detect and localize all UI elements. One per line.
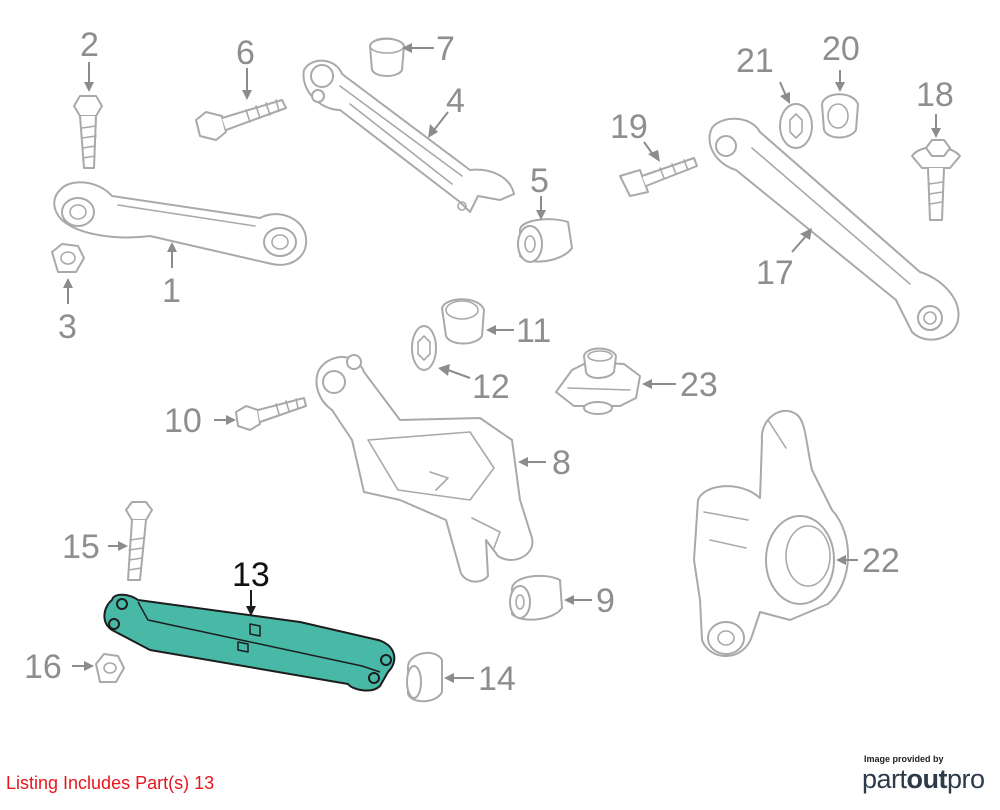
callout-2: 2 — [80, 26, 99, 64]
callout-7: 7 — [436, 30, 455, 68]
part-7-nut[interactable] — [369, 37, 405, 77]
part-16-nut[interactable] — [95, 653, 125, 683]
callout-17: 17 — [756, 254, 794, 292]
part-4-link-arm[interactable] — [302, 59, 515, 213]
callout-22: 22 — [862, 542, 900, 580]
part-21-washer[interactable] — [779, 103, 813, 149]
part-19-stud[interactable] — [619, 157, 698, 197]
callout-9: 9 — [596, 582, 615, 620]
part-13-lower-arm-highlighted[interactable] — [103, 593, 396, 692]
callout-13: 13 — [232, 556, 270, 594]
part-12-washer[interactable] — [411, 325, 437, 371]
callout-3: 3 — [58, 308, 77, 346]
part-11-sleeve[interactable] — [441, 298, 485, 345]
callout-8: 8 — [552, 444, 571, 482]
part-17-link-arm[interactable] — [708, 117, 960, 341]
part-18-bolt[interactable] — [911, 139, 961, 221]
listing-includes-note: Listing Includes Part(s) 13 — [6, 773, 215, 793]
callout-12: 12 — [472, 368, 510, 406]
partoutpro-logo: partoutpro — [862, 764, 985, 795]
part-10-bolt[interactable] — [235, 397, 307, 431]
part-9-bushing[interactable] — [509, 574, 563, 621]
part-5-bushing[interactable] — [517, 218, 573, 263]
part-15-bolt[interactable] — [125, 501, 153, 581]
callout-20: 20 — [822, 30, 860, 68]
part-2-bolt[interactable] — [73, 95, 103, 169]
callout-5: 5 — [530, 162, 549, 200]
callout-numbers: 1 2 3 4 5 6 7 8 9 10 11 12 13 14 15 16 1… — [24, 26, 954, 698]
callout-21: 21 — [736, 42, 774, 80]
callout-14: 14 — [478, 660, 516, 698]
leader-lines — [63, 43, 941, 683]
logo-text-pro: pro — [947, 764, 985, 794]
logo-text-out: out — [906, 764, 948, 794]
callout-10: 10 — [164, 402, 202, 440]
callout-4: 4 — [446, 82, 465, 120]
callout-16: 16 — [24, 648, 62, 686]
part-20-nut[interactable] — [821, 93, 859, 139]
logo-text-part: part — [862, 764, 907, 794]
part-8-subframe-arm[interactable] — [315, 354, 534, 583]
callout-19: 19 — [610, 108, 648, 146]
part-3-nut[interactable] — [51, 243, 85, 273]
callout-11: 11 — [516, 312, 551, 350]
callout-15: 15 — [62, 528, 100, 566]
callout-1: 1 — [162, 272, 181, 310]
part-14-bushing[interactable] — [406, 651, 443, 703]
callout-18: 18 — [916, 76, 954, 114]
part-1-control-arm[interactable] — [53, 181, 308, 266]
part-22-knuckle[interactable] — [693, 409, 849, 657]
part-6-bolt[interactable] — [195, 99, 287, 141]
part-23-mount[interactable] — [555, 347, 641, 415]
callout-6: 6 — [236, 34, 255, 72]
brand-watermark: Image provided by partoutpro — [858, 754, 992, 804]
brand-caption: Image provided by — [864, 754, 944, 764]
callout-23: 23 — [680, 366, 718, 404]
